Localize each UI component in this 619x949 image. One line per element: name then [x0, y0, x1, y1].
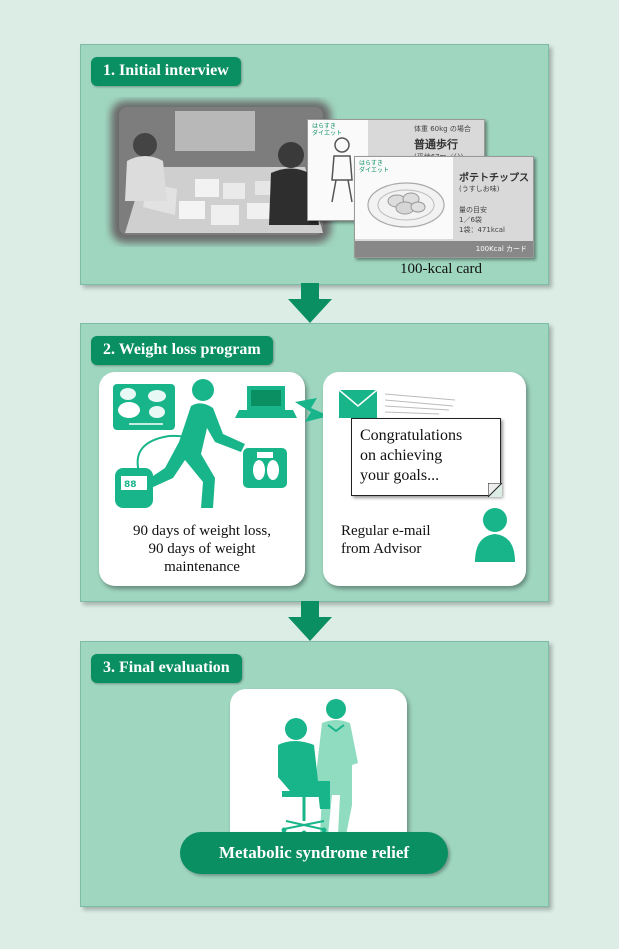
step-2-panel: 2. Weight loss program — [80, 323, 549, 602]
card-front-line-2: 1／6袋 — [459, 216, 482, 224]
advisor-email-card: Congratulations on achieving your goals.… — [323, 372, 526, 586]
meal-card-icon — [113, 384, 175, 430]
program-duration-line-3: maintenance — [164, 559, 240, 575]
bubble-corner-fold — [488, 483, 502, 497]
message-bubble: Congratulations on achieving your goals.… — [351, 418, 502, 497]
card-back-title: 普通歩行 — [414, 138, 458, 151]
program-activities-card: 88 90 days of weight loss, 90 days of we… — [99, 372, 305, 586]
weight-scale-icon — [243, 448, 287, 488]
program-duration-line-1: 90 days of weight loss, — [133, 523, 271, 539]
card-front-line-3: 1袋：471kcal — [459, 226, 505, 234]
step-1-badge: 1. Initial interview — [91, 57, 241, 86]
step-3-badge: 3. Final evaluation — [91, 654, 242, 683]
step-2-badge: 2. Weight loss program — [91, 336, 273, 365]
advisor-line-1: Regular e-mail — [341, 523, 431, 539]
card-front-brand: はらすき ダイエット — [359, 160, 389, 174]
laptop-icon — [235, 386, 297, 418]
svg-text:88: 88 — [124, 480, 137, 490]
consultation-card — [230, 689, 407, 850]
card-front-line-1: 量の目安 — [459, 206, 487, 214]
doctor-figure — [316, 699, 358, 835]
card-front-footer: 100Kcal カード — [355, 241, 533, 257]
advisor-line-2: from Advisor — [341, 541, 422, 557]
message-line-1: Congratulations — [360, 427, 463, 444]
card-front-sub: (うすしお味) — [459, 185, 500, 193]
message-line-3: your goals... — [360, 467, 440, 484]
card-back-header: 体重 60kg の場合 — [414, 125, 471, 133]
result-pill: Metabolic syndrome relief — [180, 832, 448, 874]
kcal-card-caption: 100-kcal card — [399, 261, 483, 277]
interview-photo — [111, 101, 331, 243]
lightning-connector-icon — [295, 398, 329, 422]
envelope-icon — [339, 389, 455, 418]
kcal-card-front: はらすき ダイエット ポテトチップス (うすしお味) 量の目安 1／6袋 1袋：… — [354, 156, 534, 258]
patient-figure — [278, 718, 330, 809]
walking-person-illustration — [331, 137, 353, 203]
step-3-panel: 3. Final evaluation — [80, 641, 549, 907]
potato-chips-plate-illustration — [367, 182, 445, 228]
advisor-person-icon — [475, 508, 515, 562]
flow-arrow-2 — [288, 601, 332, 641]
flow-arrow-1 — [288, 283, 332, 323]
doctor-patient-illustration — [278, 699, 358, 836]
step-1-panel: 1. Initial interview — [80, 44, 549, 285]
activities-illustration: 88 — [113, 379, 297, 508]
message-line-2: on achieving — [360, 447, 443, 464]
card-back-brand: はらすき ダイエット — [312, 123, 342, 137]
pedometer-icon: 88 — [115, 434, 199, 508]
card-front-title: ポテトチップス — [459, 173, 529, 184]
program-duration-line-2: 90 days of weight — [148, 541, 256, 557]
